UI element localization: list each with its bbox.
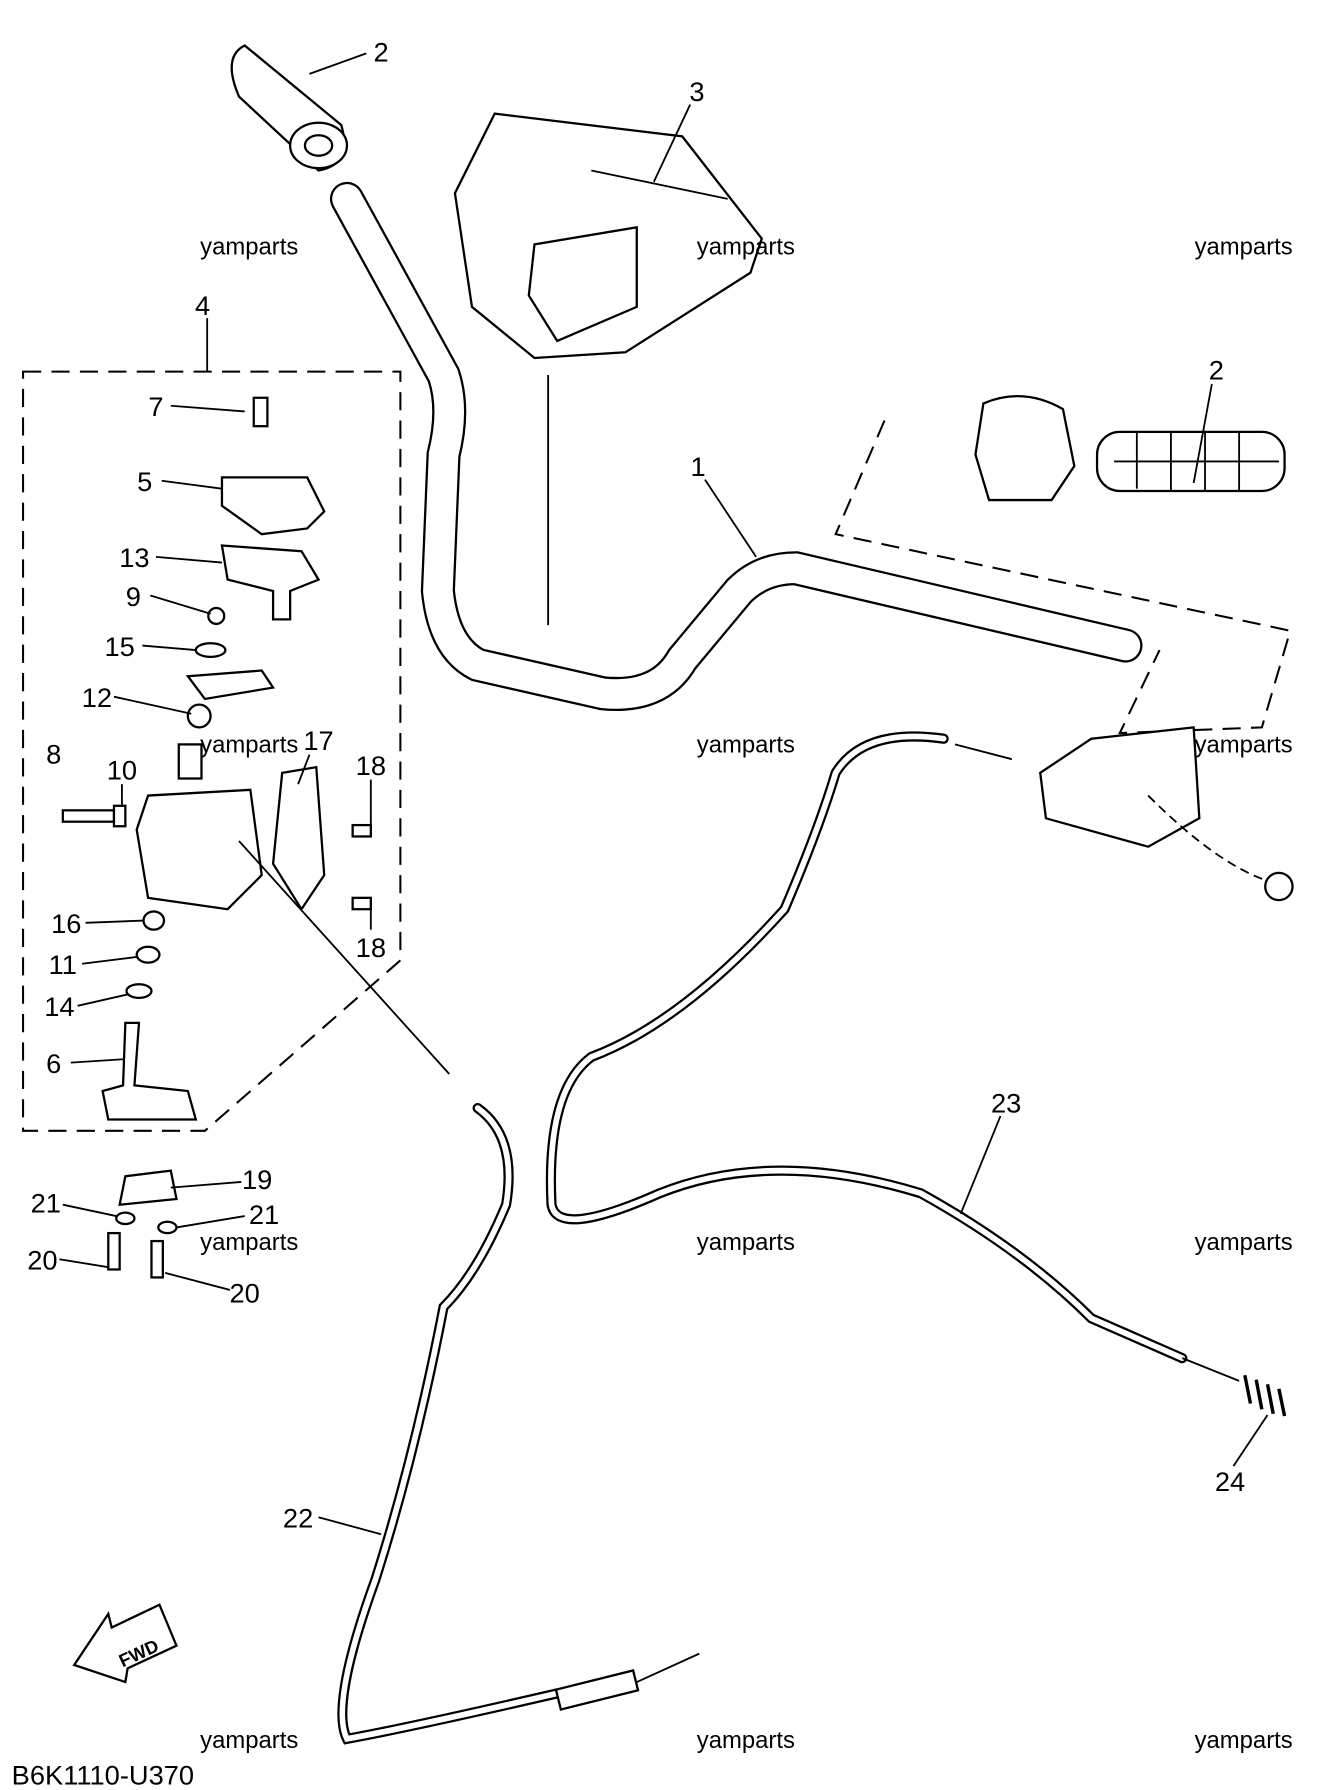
callout-3: 3 bbox=[689, 76, 704, 107]
callout-22: 22 bbox=[283, 1502, 313, 1533]
callout-20b: 20 bbox=[230, 1277, 260, 1308]
throttle-assembly-box bbox=[22, 370, 402, 1132]
callout-15: 15 bbox=[104, 631, 134, 662]
callout-13: 13 bbox=[119, 542, 149, 573]
watermarks: yamparts yamparts yamparts yamparts yamp… bbox=[200, 234, 1293, 1754]
callout-19: 19 bbox=[242, 1164, 272, 1195]
callout-18: 18 bbox=[356, 750, 386, 781]
callout-20: 20 bbox=[27, 1244, 57, 1275]
callout-17: 17 bbox=[303, 725, 333, 756]
watermark: yamparts bbox=[1195, 731, 1293, 758]
callout-6: 6 bbox=[46, 1048, 61, 1079]
watermark: yamparts bbox=[697, 1727, 795, 1754]
watermark: yamparts bbox=[1195, 234, 1293, 261]
brake-lever-assembly bbox=[1039, 726, 1294, 902]
callout-8: 8 bbox=[46, 739, 61, 770]
throttle-cable bbox=[238, 840, 700, 1745]
grip-left bbox=[230, 44, 349, 172]
watermark: yamparts bbox=[1195, 1229, 1293, 1256]
callout-11: 11 bbox=[49, 949, 77, 980]
right-switch-grip bbox=[834, 395, 1292, 735]
watermark: yamparts bbox=[697, 731, 795, 758]
callout-23: 23 bbox=[991, 1088, 1021, 1119]
leader-lines bbox=[59, 52, 1269, 1536]
watermark: yamparts bbox=[200, 1229, 298, 1256]
watermark: yamparts bbox=[200, 1727, 298, 1754]
callout-5: 5 bbox=[137, 466, 152, 497]
callout-12: 12 bbox=[82, 682, 112, 713]
watermark: yamparts bbox=[200, 234, 298, 261]
callout-24: 24 bbox=[1215, 1466, 1245, 1497]
callout-2b: 2 bbox=[1209, 355, 1224, 386]
callout-4: 4 bbox=[195, 290, 210, 321]
callouts: 2 3 4 7 5 13 9 15 12 8 10 17 18 16 11 14… bbox=[27, 36, 1245, 1533]
callout-16: 16 bbox=[51, 908, 81, 939]
callout-10: 10 bbox=[107, 755, 137, 786]
handlebar-cover bbox=[453, 112, 764, 360]
watermark: yamparts bbox=[697, 1229, 795, 1256]
callout-14: 14 bbox=[44, 991, 74, 1022]
handlebar bbox=[329, 181, 1143, 711]
brake-cable bbox=[545, 731, 1287, 1417]
watermark: yamparts bbox=[200, 731, 298, 758]
callout-21: 21 bbox=[31, 1188, 61, 1219]
fwd-arrow: FWD bbox=[72, 1603, 178, 1684]
callout-7: 7 bbox=[148, 391, 163, 422]
callout-21b: 21 bbox=[249, 1199, 279, 1230]
callout-2: 2 bbox=[373, 36, 388, 67]
callout-1: 1 bbox=[691, 451, 706, 482]
watermark: yamparts bbox=[697, 234, 795, 261]
throttle-parts bbox=[61, 396, 372, 1279]
diagram-code: B6K1110-U370 bbox=[12, 1759, 194, 1790]
callout-18b: 18 bbox=[356, 932, 386, 963]
callout-9: 9 bbox=[126, 581, 141, 612]
watermark: yamparts bbox=[1195, 1727, 1293, 1754]
